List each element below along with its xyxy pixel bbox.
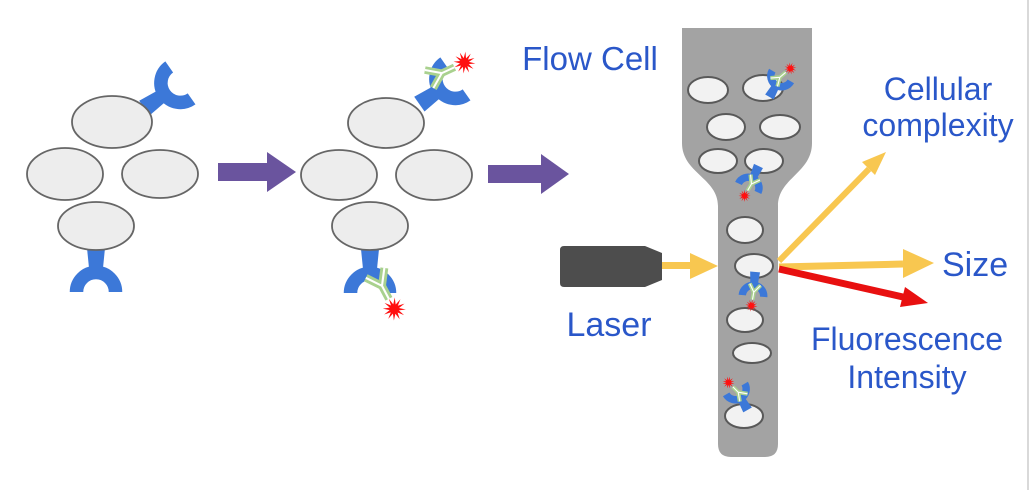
cell-cluster-stained: [300, 48, 479, 325]
cell: [121, 149, 199, 199]
flow-cell-label: Flow Cell: [522, 40, 658, 77]
process-arrow-icon: [218, 152, 296, 192]
size-label: Size: [942, 246, 1009, 284]
cell: [759, 114, 801, 140]
laser-body-icon: [560, 246, 662, 287]
slide-edge-line: [1027, 0, 1029, 490]
laser-label: Laser: [566, 306, 652, 344]
cell: [744, 148, 784, 174]
cell: [395, 149, 473, 201]
flow-cell: [682, 28, 812, 457]
cell: [347, 97, 425, 149]
fluorescence-intensity-label: Fluorescence Intensity: [810, 321, 1004, 395]
cell: [687, 76, 729, 104]
cell: [732, 342, 772, 364]
cell: [57, 201, 135, 251]
cell: [71, 95, 153, 149]
cell: [706, 113, 746, 141]
cell: [26, 147, 104, 201]
cell: [726, 216, 764, 244]
size-arrow-icon: [778, 249, 934, 278]
process-arrow-icon: [488, 154, 569, 194]
laser: [560, 246, 718, 287]
cellular-complexity-arrow-icon: [776, 152, 886, 264]
laser-beam-arrow-icon: [662, 253, 718, 279]
cell: [698, 148, 738, 174]
cell-cluster-unstained: [26, 67, 199, 292]
cell: [726, 307, 764, 333]
fluorescence-arrow-icon: [778, 265, 928, 307]
cellular-complexity-label: Cellular complexity: [862, 71, 1014, 143]
cell: [331, 201, 409, 251]
cell: [300, 149, 378, 201]
